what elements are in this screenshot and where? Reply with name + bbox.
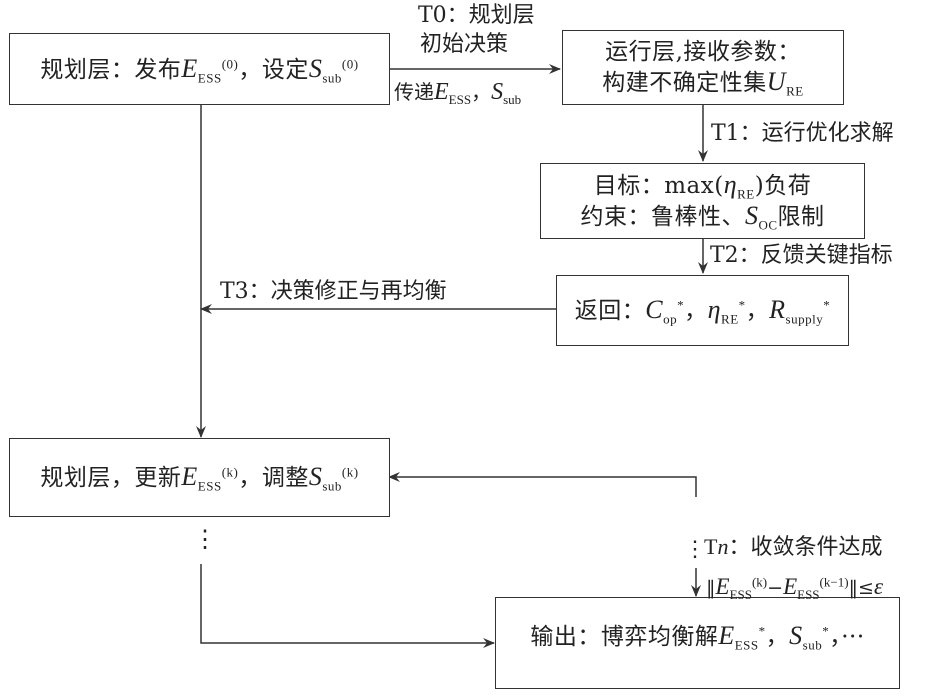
var-S: S: [491, 79, 504, 105]
leq: ≤: [858, 577, 874, 599]
sub-supply: supply: [785, 311, 824, 327]
sup-0: (0): [341, 55, 359, 71]
sub-RE: RE: [786, 83, 804, 99]
objective-suffix: )负荷: [754, 173, 812, 199]
output-text: 输出：博弈均衡解EESS*，Ssub*，···: [530, 621, 864, 652]
sub-ESS: ESS: [197, 70, 222, 86]
left-vdots: ⋮: [193, 525, 217, 553]
objective-line: 目标：max(ηRE)负荷: [594, 170, 811, 201]
var-C: C: [645, 295, 664, 324]
tn-n: n: [717, 534, 729, 559]
planning-init-box: 规划层：发布EESS(0)，设定Ssub(0): [9, 33, 390, 105]
t0-label-line2: 初始决策: [420, 32, 509, 57]
var-E: E: [783, 574, 798, 599]
sub-RE: RE: [721, 311, 739, 327]
sub-ESS: ESS: [797, 586, 820, 602]
sup-star: *: [823, 297, 831, 313]
t0-label-line1: T0：规划层: [418, 3, 535, 28]
var-E: E: [181, 53, 198, 83]
sup-star: *: [822, 622, 830, 638]
optimization-box: 目标：max(ηRE)负荷 约束：鲁棒性、SOC限制: [540, 163, 865, 239]
sep: ，: [829, 623, 842, 650]
t0-label-below: 传递EESS，Ssub: [394, 78, 521, 106]
planning-update-box: 规划层，更新EESS(k)，调整Ssub(k): [9, 438, 390, 517]
norm-open: ‖: [706, 577, 716, 599]
var-S: S: [789, 620, 803, 650]
tn-vdots: ⋮: [684, 537, 706, 562]
sup-k: (k): [221, 464, 239, 480]
ellipsis: ···: [841, 623, 865, 650]
sub-sub: sub: [802, 637, 823, 653]
tn-rest: ：收敛条件达成: [728, 535, 883, 560]
var-E: E: [181, 462, 198, 491]
constraint-line: 约束：鲁棒性、SOC限制: [580, 201, 824, 232]
sub-sub: sub: [322, 70, 342, 86]
feedback-text: 返回：Cop*，ηRE*，Rsupply*: [575, 295, 830, 326]
minus: −: [767, 577, 784, 599]
sep: ，: [765, 623, 790, 650]
planning-init-mid: ，设定: [238, 56, 309, 83]
sub-sub: sub: [322, 478, 342, 494]
var-eta: η: [723, 170, 738, 199]
operation-line1: 运行层,接收参数：: [605, 39, 801, 65]
convergence-condition: ‖EESS(k)−EESS(k−1)‖≤ε: [706, 573, 883, 602]
sup-star: *: [758, 622, 766, 638]
operation-line2: 构建不确定性集URE: [602, 67, 803, 98]
sub-ESS: ESS: [197, 478, 222, 494]
constraint-prefix: 约束：鲁棒性、: [580, 204, 745, 230]
sub-ESS: ESS: [448, 92, 472, 107]
planning-update-mid: ，调整: [238, 465, 309, 491]
sub-sub: sub: [503, 92, 522, 107]
var-E: E: [718, 620, 735, 650]
sup-k: (k): [341, 464, 359, 480]
constraint-suffix: 限制: [777, 204, 825, 230]
feedback-prefix: 返回：: [574, 298, 646, 324]
planning-update-text: 规划层，更新EESS(k)，调整Ssub(k): [40, 462, 358, 493]
sup-star: *: [738, 297, 746, 313]
output-feed-line: [200, 564, 495, 648]
sub-RE: RE: [737, 186, 755, 202]
sup-k: (k): [751, 574, 768, 590]
t1-label: T1：运行优化求解: [711, 121, 894, 146]
sub-op: op: [663, 311, 678, 327]
output-prefix: 输出：博弈均衡解: [530, 623, 719, 650]
tn-T: T: [704, 534, 718, 559]
tn-loop-line: [388, 472, 697, 497]
feedback-return-box: 返回：Cop*，ηRE*，Rsupply*: [556, 275, 849, 346]
var-S: S: [308, 53, 323, 83]
output-box: 输出：博弈均衡解EESS*，Ssub*，···: [495, 597, 900, 689]
var-S: S: [308, 462, 323, 491]
var-R: R: [769, 295, 786, 324]
var-epsilon: ε: [873, 574, 884, 599]
planning-init-prefix: 规划层：发布: [40, 56, 182, 83]
sup-0: (0): [221, 55, 239, 71]
objective-prefix: 目标：max(: [593, 173, 724, 199]
t0-below-prefix: 传递: [394, 80, 434, 104]
var-E: E: [715, 574, 730, 599]
operation-receive-box: 运行层,接收参数： 构建不确定性集URE: [562, 30, 844, 105]
sup-star: *: [677, 297, 685, 313]
tn-label: Tn：收敛条件达成: [704, 533, 882, 562]
sub-OC: OC: [758, 217, 778, 233]
t2-label: T2：反馈关键指标: [710, 243, 893, 268]
var-U: U: [766, 67, 787, 96]
var-S: S: [744, 201, 759, 230]
sup-k-minus-1: (k−1): [819, 574, 849, 590]
var-E: E: [434, 79, 449, 105]
var-eta: η: [707, 295, 722, 324]
sub-ESS: ESS: [734, 637, 759, 653]
planning-update-prefix: 规划层，更新: [40, 465, 182, 491]
sep: ，: [745, 298, 770, 324]
sep: ，: [471, 80, 492, 104]
operation-line2-prefix: 构建不确定性集: [602, 70, 767, 96]
norm-close: ‖: [848, 577, 859, 599]
planning-init-text: 规划层：发布EESS(0)，设定Ssub(0): [40, 54, 358, 85]
sub-ESS: ESS: [729, 586, 752, 602]
sep: ，: [684, 298, 708, 324]
t3-label: T3：决策修正与再均衡: [220, 279, 447, 304]
